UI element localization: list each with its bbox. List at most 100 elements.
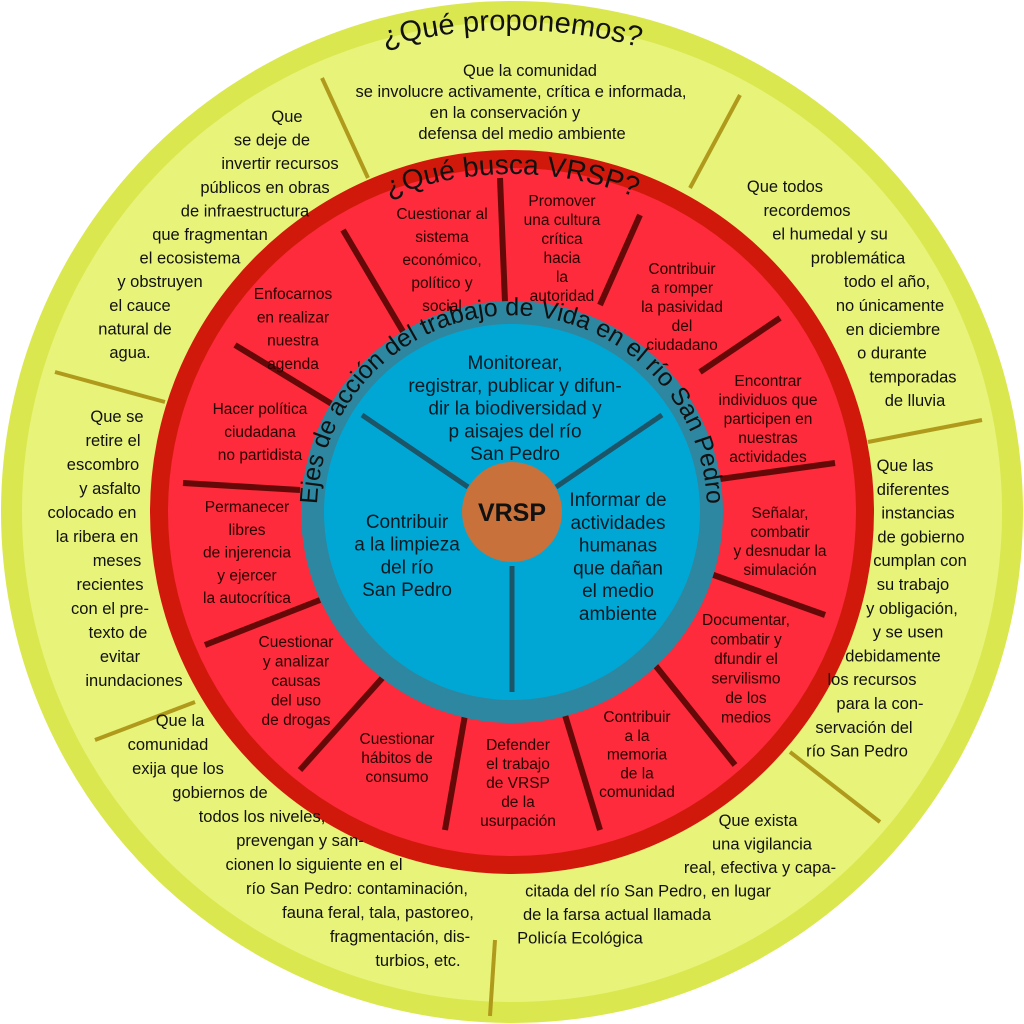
goal-line: combatir y bbox=[710, 632, 782, 649]
proposal-line: inundaciones bbox=[85, 672, 182, 690]
proposal-line: fragmentación, dis- bbox=[330, 928, 470, 946]
goal-line: consumo bbox=[366, 769, 429, 786]
proposal-line: natural de bbox=[98, 320, 171, 338]
proposal-line: no únicamente bbox=[836, 297, 944, 315]
proposal-line: río San Pedro: contaminación, bbox=[246, 880, 468, 898]
goal-line: participen en bbox=[724, 411, 813, 428]
blue-dividers bbox=[360, 412, 664, 692]
proposal-line: citada del río San Pedro, en lugar bbox=[525, 883, 771, 901]
goal-line: no partidista bbox=[218, 447, 303, 464]
proposal-line: instancias bbox=[881, 505, 954, 523]
outer-divider bbox=[688, 94, 742, 189]
action-axis-text: Monitorear,registrar, publicar y difun-d… bbox=[408, 353, 621, 465]
action-axis-line: San Pedro bbox=[470, 444, 560, 465]
goal-line: Hacer política bbox=[213, 401, 308, 418]
proposal-line: colocado en bbox=[48, 504, 137, 522]
goal-line: usurpación bbox=[480, 813, 556, 830]
proposal-line: cionen lo siguiente en el bbox=[225, 856, 402, 874]
action-axis-line: San Pedro bbox=[362, 580, 452, 601]
goal-line: Cuestionar bbox=[259, 634, 334, 651]
center-label: VRSP bbox=[478, 499, 546, 527]
goal-line: crítica bbox=[541, 231, 583, 248]
action-axis-line: que dañan bbox=[573, 558, 663, 579]
proposal-line: diferentes bbox=[877, 481, 949, 499]
proposal-line: y obligación, bbox=[866, 600, 958, 618]
goal-line: hacia bbox=[543, 250, 580, 267]
action-axis-line: del río bbox=[381, 557, 434, 578]
proposal-line: el humedal y su bbox=[772, 226, 888, 244]
action-axis-line: Informar de bbox=[569, 490, 666, 511]
goal-line: agenda bbox=[267, 356, 319, 373]
proposal-line: todos los niveles, bbox=[199, 808, 326, 826]
goal-line: a romper bbox=[651, 280, 713, 297]
proposal-line: Que la bbox=[156, 712, 205, 730]
goal-line: Cuestionar bbox=[360, 731, 435, 748]
red-divider bbox=[652, 663, 738, 767]
red-divider bbox=[203, 597, 322, 648]
red-divider bbox=[562, 714, 603, 831]
red-divider bbox=[442, 714, 468, 831]
proposal-line: el ecosistema bbox=[140, 250, 242, 268]
goal-line: simulación bbox=[743, 562, 816, 579]
outer-divider bbox=[54, 370, 166, 404]
goal-line: en realizar bbox=[257, 309, 329, 326]
goal-line: del bbox=[672, 318, 693, 335]
proposal-line: turbios, etc. bbox=[375, 952, 460, 970]
action-axis-line: humanas bbox=[579, 536, 657, 557]
goal-line: la pasividad bbox=[641, 299, 723, 316]
goal-line: la bbox=[556, 269, 568, 286]
red-divider bbox=[597, 213, 643, 307]
goal-line: social bbox=[422, 298, 462, 315]
red-divider bbox=[712, 460, 836, 483]
action-axis-line: el medio bbox=[582, 581, 654, 602]
proposal-line: que fragmentan bbox=[152, 226, 268, 244]
outer-divider bbox=[488, 939, 497, 1017]
goal-line: Documentar, bbox=[702, 612, 790, 629]
red-divider bbox=[706, 570, 827, 618]
proposal-line: recordemos bbox=[763, 202, 850, 220]
action-axis-line: Contribuir bbox=[366, 512, 449, 533]
proposal-line: de infraestructura bbox=[181, 202, 310, 220]
goal-line: nuestra bbox=[267, 333, 319, 350]
proposal-line: y obstruyen bbox=[117, 273, 202, 291]
goal-line: y analizar bbox=[263, 654, 329, 671]
goal-line: dfundir el bbox=[714, 651, 778, 668]
proposal-line: exija que los bbox=[132, 760, 224, 778]
proposal-line: temporadas bbox=[869, 368, 956, 386]
proposal-line: invertir recursos bbox=[221, 155, 338, 173]
goal-line: sistema bbox=[415, 229, 469, 246]
red-divider bbox=[233, 342, 347, 415]
goal-line: Enfocarnos bbox=[254, 286, 333, 303]
proposal-line: todo el año, bbox=[844, 273, 930, 291]
red-divider bbox=[497, 177, 508, 303]
goal-line: ciudadano bbox=[646, 337, 718, 354]
red-divider bbox=[297, 672, 388, 773]
goal-line: de injerencia bbox=[203, 545, 291, 562]
goal-line: y ejercer bbox=[217, 567, 276, 584]
proposal-line: gobiernos de bbox=[172, 784, 267, 802]
proposal-line: o durante bbox=[857, 345, 927, 363]
proposal-line: de la farsa actual llamada bbox=[523, 906, 712, 924]
proposal-line: públicos en obras bbox=[200, 179, 329, 197]
goal-line: la autocrítica bbox=[203, 590, 291, 607]
goal-line: Encontrar bbox=[734, 373, 801, 390]
goal-line: de los bbox=[725, 690, 767, 707]
proposal-line: de gobierno bbox=[877, 528, 964, 546]
goal-line: económico, bbox=[402, 252, 481, 269]
outer-divider bbox=[788, 750, 882, 824]
goal-line: el trabajo bbox=[486, 756, 550, 773]
